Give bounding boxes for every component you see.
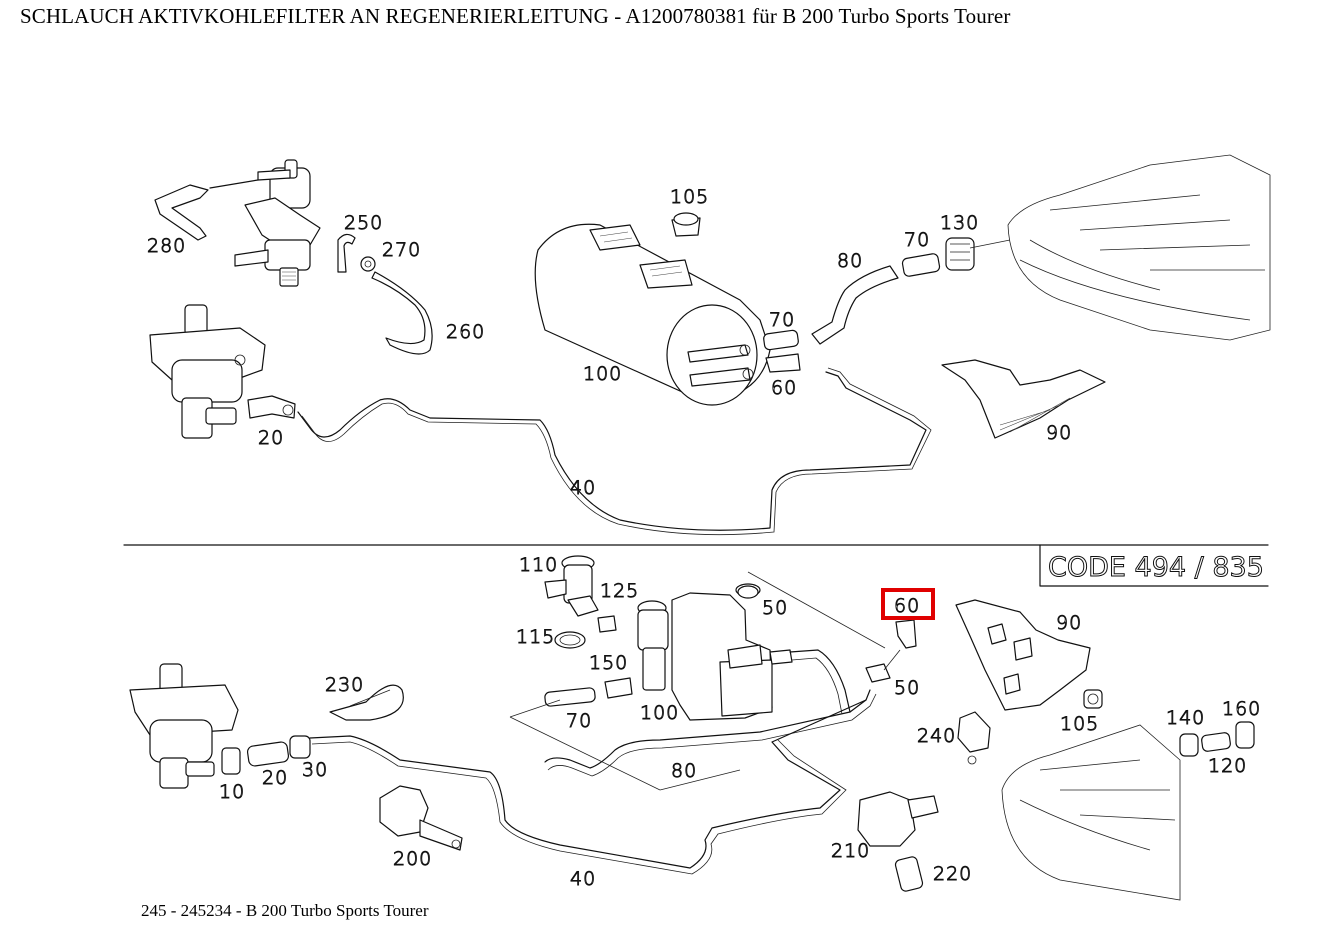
part-80-hose-bottom[interactable] xyxy=(544,689,871,769)
callout-160[interactable]: 160 xyxy=(1222,698,1261,721)
part-80-hose[interactable] xyxy=(811,265,899,345)
part-120-connector[interactable] xyxy=(1201,732,1231,752)
part-280-bracket[interactable] xyxy=(154,179,259,241)
part-20-hose-bottom[interactable] xyxy=(246,741,290,767)
callout-50-bottom[interactable]: 50 xyxy=(894,677,920,700)
part-200-bracket[interactable] xyxy=(379,785,463,851)
callout-100-bottom[interactable]: 100 xyxy=(640,702,679,725)
part-105-grommet-top[interactable] xyxy=(671,212,701,237)
part-10-clamp[interactable] xyxy=(221,747,241,775)
callout-140[interactable]: 140 xyxy=(1166,707,1205,730)
part-220-sleeve[interactable] xyxy=(894,856,924,892)
callout-130[interactable]: 130 xyxy=(940,212,979,235)
part-105-grommet-bottom[interactable] xyxy=(1083,689,1103,709)
part-50-clip-a[interactable] xyxy=(737,585,759,599)
part-130-clamp[interactable] xyxy=(945,237,975,271)
callout-200[interactable]: 200 xyxy=(393,848,432,871)
callout-240[interactable]: 240 xyxy=(917,725,956,748)
callout-60-bottom[interactable]: 60 xyxy=(894,595,920,618)
callout-80-bottom[interactable]: 80 xyxy=(671,760,697,783)
purge-valve-left[interactable] xyxy=(149,304,266,439)
part-90-bracket-bottom[interactable] xyxy=(955,599,1091,711)
part-30-clamp[interactable] xyxy=(289,735,311,759)
callouts-bottom: 110 125 115 150 50 60 90 230 100 70 50 1… xyxy=(219,554,1261,891)
callout-10[interactable]: 10 xyxy=(219,781,245,804)
callout-120[interactable]: 120 xyxy=(1208,755,1247,778)
part-230-strap[interactable] xyxy=(329,684,404,721)
part-260-hose[interactable] xyxy=(371,271,433,355)
callout-40-top[interactable]: 40 xyxy=(570,477,596,500)
part-100-canister-top[interactable] xyxy=(534,223,771,406)
callout-90-bottom[interactable]: 90 xyxy=(1056,612,1082,635)
code-label: CODE 494 / 835 xyxy=(1048,552,1264,583)
page-footer: 245 - 245234 - B 200 Turbo Sports Tourer xyxy=(141,901,429,920)
part-70-connector-bottom[interactable] xyxy=(544,687,596,707)
callout-260[interactable]: 260 xyxy=(446,321,485,344)
fuel-tank-outline-bottom xyxy=(1001,724,1181,901)
part-40-line-top[interactable] xyxy=(297,371,927,531)
callout-70-top-right[interactable]: 70 xyxy=(904,229,930,252)
callout-115[interactable]: 115 xyxy=(516,626,555,649)
code-box xyxy=(1039,544,1269,587)
callout-105-bottom[interactable]: 105 xyxy=(1060,713,1099,736)
callout-110[interactable]: 110 xyxy=(519,554,558,577)
part-250-hose[interactable] xyxy=(337,233,356,273)
callout-90-top[interactable]: 90 xyxy=(1046,422,1072,445)
part-210-valve[interactable] xyxy=(857,791,939,847)
callout-60-top[interactable]: 60 xyxy=(771,377,797,400)
page-title: SCHLAUCH AKTIVKOHLEFILTER AN REGENERIERL… xyxy=(20,4,1011,28)
callout-125[interactable]: 125 xyxy=(600,580,639,603)
part-110-valve[interactable] xyxy=(544,555,599,617)
highlight-box xyxy=(881,588,935,620)
part-50-clip-b[interactable] xyxy=(865,663,891,683)
callout-70-top-left[interactable]: 70 xyxy=(769,309,795,332)
callout-150[interactable]: 150 xyxy=(589,652,628,675)
callout-70-bottom[interactable]: 70 xyxy=(566,710,592,733)
fuel-tank-outline-top xyxy=(969,154,1271,341)
callouts-top: 105 250 270 280 260 130 70 80 70 100 60 … xyxy=(147,186,1072,500)
callout-50-top[interactable]: 50 xyxy=(762,597,788,620)
part-240-clip[interactable] xyxy=(957,711,991,765)
callout-210[interactable]: 210 xyxy=(831,840,870,863)
callout-40-bottom[interactable]: 40 xyxy=(570,868,596,891)
part-70-connector-a[interactable] xyxy=(763,329,799,351)
part-125-clip[interactable] xyxy=(597,615,617,633)
callout-80-top[interactable]: 80 xyxy=(837,250,863,273)
part-115-oring[interactable] xyxy=(554,631,586,649)
part-270-clamp[interactable] xyxy=(360,256,376,272)
part-20-hose-top[interactable] xyxy=(247,395,296,419)
part-60-connector-bottom[interactable] xyxy=(895,619,917,649)
part-160-clamp[interactable] xyxy=(1235,721,1255,749)
callout-30[interactable]: 30 xyxy=(302,759,328,782)
part-140-clamp[interactable] xyxy=(1179,733,1199,757)
part-90-bracket-top[interactable] xyxy=(941,359,1106,439)
callout-20-top[interactable]: 20 xyxy=(258,427,284,450)
callout-20-bottom[interactable]: 20 xyxy=(262,767,288,790)
part-40-line-bottom[interactable] xyxy=(309,699,867,869)
callout-220[interactable]: 220 xyxy=(933,863,972,886)
part-70-connector-b[interactable] xyxy=(901,253,941,277)
callout-230[interactable]: 230 xyxy=(325,674,364,697)
part-150-valve[interactable] xyxy=(604,600,669,699)
callout-105-top[interactable]: 105 xyxy=(670,186,709,209)
part-60-elbow-top[interactable] xyxy=(765,353,801,373)
purge-valve-bottom[interactable] xyxy=(129,663,239,789)
callout-270[interactable]: 270 xyxy=(382,239,421,262)
callout-250[interactable]: 250 xyxy=(344,212,383,235)
callout-100-top[interactable]: 100 xyxy=(583,363,622,386)
purge-valve-top[interactable] xyxy=(234,159,321,287)
callout-280[interactable]: 280 xyxy=(147,235,186,258)
